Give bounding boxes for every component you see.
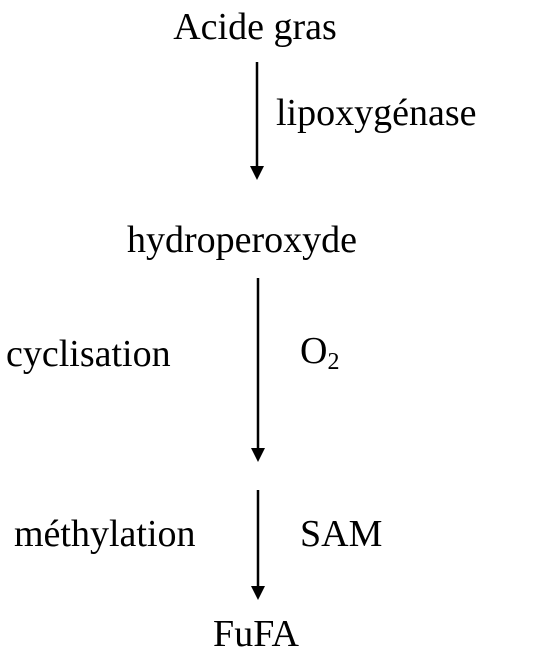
o2-subscript: 2 (327, 349, 340, 375)
node-fufa: FuFA (213, 613, 299, 655)
node-hydroperoxyde: hydroperoxyde (126, 219, 358, 261)
label-sam: SAM (300, 513, 383, 555)
o2-main: O (300, 330, 328, 372)
label-cyclisation: cyclisation (6, 333, 171, 375)
label-methylation: méthylation (14, 513, 196, 555)
label-lipoxygenase: lipoxygénase (276, 92, 477, 134)
arrow-step-3 (251, 490, 265, 600)
arrow-step-1 (250, 62, 264, 180)
label-o2: O2 (300, 330, 339, 374)
arrow-step-2 (251, 278, 265, 462)
node-acide-gras: Acide gras (173, 6, 337, 48)
